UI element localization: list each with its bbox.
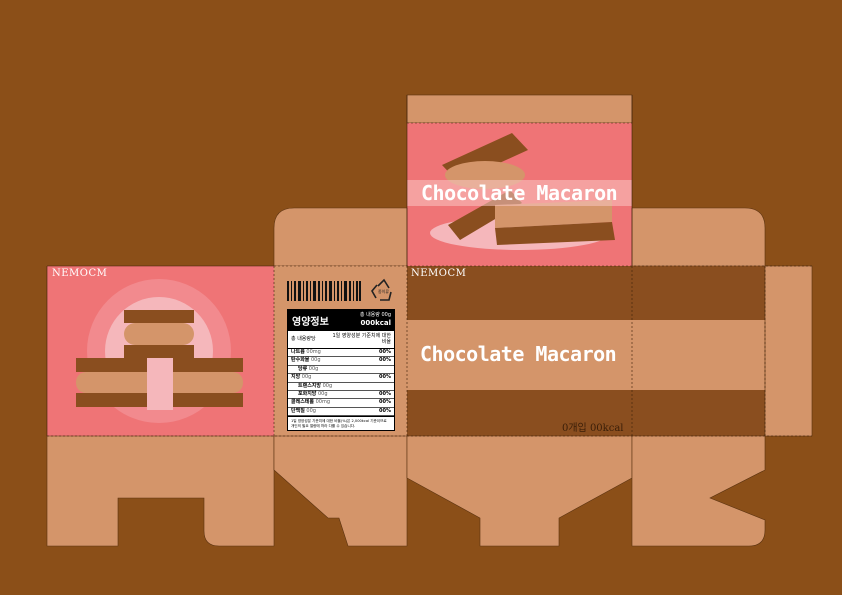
- nutrition-row: 당류 00g: [288, 366, 394, 375]
- nutrient-amount: 00g: [318, 390, 328, 397]
- nutrient-amount: 00g: [308, 365, 319, 372]
- nutrient-name: 콜레스테롤: [291, 399, 315, 406]
- nutrition-total-amount: 총 내용량 00g: [359, 312, 391, 318]
- nutrition-row: 탄수화물 00g 00%: [288, 357, 394, 366]
- recycle-icon: [371, 278, 392, 301]
- nutrient-name: 트랜스지방: [298, 382, 322, 389]
- front-title-band: [407, 320, 632, 390]
- nutrient-amount: 00g: [306, 407, 316, 414]
- front-product-title: Chocolate Macaron: [420, 342, 617, 366]
- fold-lines: [47, 122, 812, 437]
- nutrient-percent: 00%: [379, 357, 391, 364]
- left-top-tuck-flap: [273, 207, 408, 267]
- top-lid-flap: [406, 94, 633, 124]
- nutrition-facts-table: 영양정보 총 내용량 00g 000kcal 총 내용량당 1일 영양성분 기준…: [287, 309, 395, 431]
- lid-macaron-illustration: [430, 133, 615, 250]
- right-side-band: [632, 320, 765, 390]
- nutrient-name: 지방: [291, 374, 301, 381]
- nutrient-name: 탄수화물: [291, 357, 310, 364]
- right-top-tuck-flap: [631, 207, 766, 267]
- nutrition-row: 트랜스지방 00g: [288, 383, 394, 391]
- nutrient-amount: 00mg: [315, 399, 331, 406]
- nutrition-row-label: 지방 00g: [291, 374, 311, 381]
- nutrient-percent: 00%: [379, 407, 391, 414]
- nutrition-bottom-flap: [273, 435, 408, 547]
- nutrition-row: 포화지방 00g 00%: [288, 390, 394, 400]
- nutrition-row: 나트륨 00mg 00%: [288, 349, 394, 358]
- nutrient-percent: 00%: [379, 349, 391, 355]
- side-macaron-illustration: [76, 279, 243, 423]
- right-bottom-flap: [631, 435, 766, 547]
- nutrient-name: 당류: [298, 365, 308, 372]
- left-bottom-flap: [46, 435, 275, 547]
- nutrient-amount: 00g: [301, 374, 312, 381]
- nutrient-amount: 00mg: [306, 349, 321, 355]
- nutrient-percent: 00%: [379, 390, 391, 397]
- nutrition-row-label: 당류 00g: [298, 366, 318, 373]
- nutrition-row: 단백질 00g 00%: [288, 407, 394, 417]
- nutrition-row-label: 콜레스테롤 00mg: [291, 399, 330, 406]
- recycle-mark-label: 종이류: [378, 289, 390, 294]
- barcode: [287, 281, 361, 303]
- nutrition-row-label: 나트륨 00mg: [291, 349, 321, 356]
- nutrient-name: 포화지방: [298, 390, 317, 397]
- lid-product-title: Chocolate Macaron: [421, 181, 618, 205]
- brand-label-side: NEMOCM: [52, 268, 108, 279]
- nutrient-name: 단백질: [291, 407, 305, 414]
- nutrition-row-label: 단백질 00g: [291, 408, 316, 415]
- nutrition-subheader: 총 내용량당 1일 영양성분 기준치에 대한 비율: [288, 331, 394, 349]
- lid-title-band: [407, 180, 632, 206]
- nutrition-daily-label: 1일 영양성분 기준치에 대한 비율: [332, 333, 391, 345]
- nutrition-row-label: 탄수화물 00g: [291, 357, 321, 364]
- nutrition-row-label: 포화지방 00g: [298, 391, 328, 398]
- nutrition-title: 영양정보: [292, 317, 329, 328]
- nutrient-percent: 00%: [379, 374, 391, 381]
- nutrition-footnote: 1일 영양성분 기준치에 대한 비율(%)은 2,000kcal 기준이므로 개…: [288, 416, 394, 428]
- nutrition-per-label: 총 내용량당: [291, 336, 316, 342]
- front-bottom-flap: [406, 435, 633, 547]
- nutrient-percent: 00%: [379, 399, 391, 406]
- cut-lines: [46, 95, 633, 436]
- content-kcal-label: 0개입 00kcal: [562, 423, 624, 434]
- nutrient-amount: 00g: [322, 382, 333, 389]
- nutrition-row: 지방 00g 00%: [288, 374, 394, 383]
- nutrient-name: 나트륨: [291, 349, 305, 355]
- glue-flap: [764, 265, 813, 437]
- nutrition-total-kcal: 000kcal: [360, 319, 391, 327]
- nutrition-header: 영양정보 총 내용량 00g 000kcal: [288, 310, 394, 331]
- nutrient-amount: 00g: [311, 357, 321, 364]
- nutrition-row-label: 트랜스지방 00g: [298, 383, 332, 390]
- brand-label-front: NEMOCM: [411, 268, 467, 279]
- nutrition-row: 콜레스테롤 00mg 00%: [288, 399, 394, 408]
